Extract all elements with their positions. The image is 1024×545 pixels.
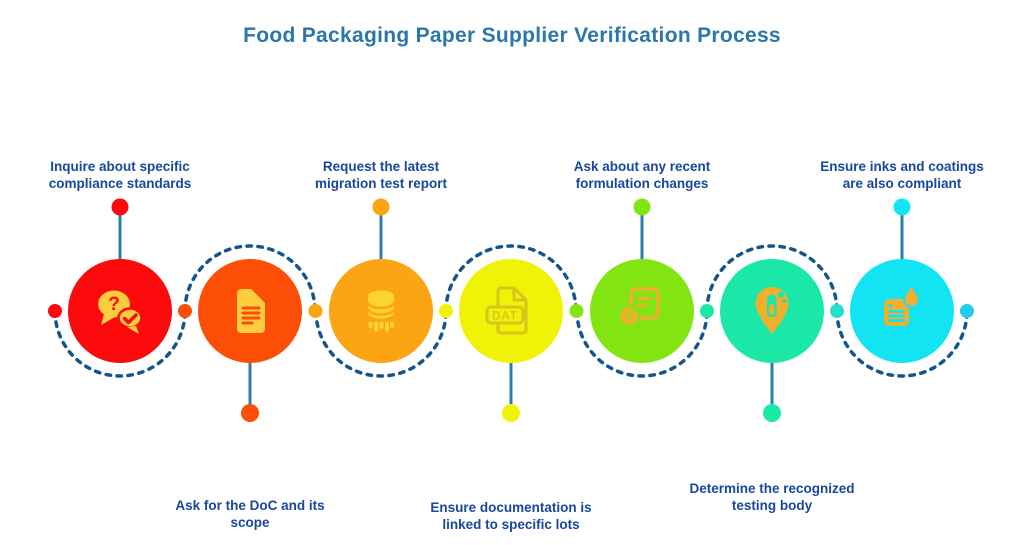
step-doc-and-scope bbox=[198, 259, 302, 422]
label-line: scope bbox=[230, 515, 270, 530]
step-circle bbox=[590, 259, 694, 363]
notepad-droplet-icon bbox=[884, 283, 921, 326]
label-line: Ensure documentation is bbox=[430, 500, 592, 515]
test-tube-pin-icon bbox=[755, 287, 789, 334]
label-line: Ask for the DoC and its bbox=[175, 498, 325, 513]
database-icon bbox=[366, 290, 396, 332]
connector-dot bbox=[439, 304, 453, 318]
connector-dot bbox=[830, 304, 844, 318]
connector-dot bbox=[178, 304, 192, 318]
label-line: linked to specific lots bbox=[442, 517, 580, 532]
svg-text:?: ? bbox=[625, 309, 634, 325]
step-documentation-lots: DAT bbox=[459, 259, 563, 422]
label-line: Determine the recognized bbox=[689, 481, 855, 496]
stem-dot bbox=[111, 198, 129, 216]
stem-dot bbox=[633, 198, 651, 216]
step-label-migration-test-report: Request the latest migration test report bbox=[271, 158, 491, 192]
connector-dots bbox=[48, 304, 974, 318]
label-line: Ask about any recent bbox=[573, 159, 711, 174]
connector-arc bbox=[183, 244, 317, 313]
label-line: formulation changes bbox=[575, 176, 709, 191]
step-inks-coatings bbox=[850, 198, 954, 363]
label-line: Ensure inks and coatings bbox=[820, 159, 984, 174]
step-testing-body bbox=[720, 259, 824, 422]
svg-text:DAT: DAT bbox=[492, 311, 518, 323]
stem-dot bbox=[893, 198, 911, 216]
label-line: migration test report bbox=[314, 176, 447, 191]
stem-dot bbox=[372, 198, 390, 216]
connector-arc bbox=[53, 309, 187, 378]
step-label-doc-and-scope: Ask for the DoC and its scope bbox=[135, 497, 365, 531]
step-label-formulation-changes: Ask about any recent formulation changes bbox=[532, 158, 752, 192]
document-icon bbox=[237, 289, 265, 333]
svg-text:?: ? bbox=[108, 294, 120, 315]
connector-dot bbox=[308, 304, 323, 318]
document-question-icon: ? bbox=[617, 287, 660, 328]
step-formulation-changes: ? bbox=[590, 198, 694, 363]
label-line: are also compliant bbox=[842, 176, 962, 191]
connector-arc bbox=[835, 309, 969, 378]
step-label-documentation-lots: Ensure documentation is linked to specif… bbox=[396, 499, 626, 533]
step-label-testing-body: Determine the recognized testing body bbox=[657, 480, 887, 514]
label-line: Inquire about specific bbox=[50, 159, 190, 174]
step-migration-test-report bbox=[329, 198, 433, 363]
connector-dot bbox=[48, 304, 62, 318]
label-line: compliance standards bbox=[48, 176, 192, 191]
connector-dot bbox=[569, 304, 584, 318]
label-line: Request the latest bbox=[322, 159, 440, 174]
stem-dot bbox=[241, 404, 259, 422]
stem-dot bbox=[763, 404, 781, 422]
label-line: testing body bbox=[731, 498, 813, 513]
stem-dot bbox=[502, 404, 520, 422]
connector-arc bbox=[314, 309, 448, 378]
chat-question-check-icon: ? bbox=[98, 290, 143, 334]
connector-arcs bbox=[53, 244, 969, 378]
step-compliance-standards: ? bbox=[68, 198, 172, 363]
page-title: Food Packaging Paper Supplier Verificati… bbox=[243, 24, 781, 47]
connector-dot bbox=[960, 304, 974, 318]
dat-file-icon: DAT bbox=[485, 286, 528, 335]
connector-arc bbox=[444, 244, 578, 313]
connector-arc bbox=[705, 244, 839, 313]
step-label-inks-coatings: Ensure inks and coatings are also compli… bbox=[792, 158, 1012, 192]
connector-arc bbox=[575, 309, 709, 378]
step-label-compliance-standards: Inquire about specific compliance standa… bbox=[10, 158, 230, 192]
connector-dot bbox=[700, 304, 714, 318]
